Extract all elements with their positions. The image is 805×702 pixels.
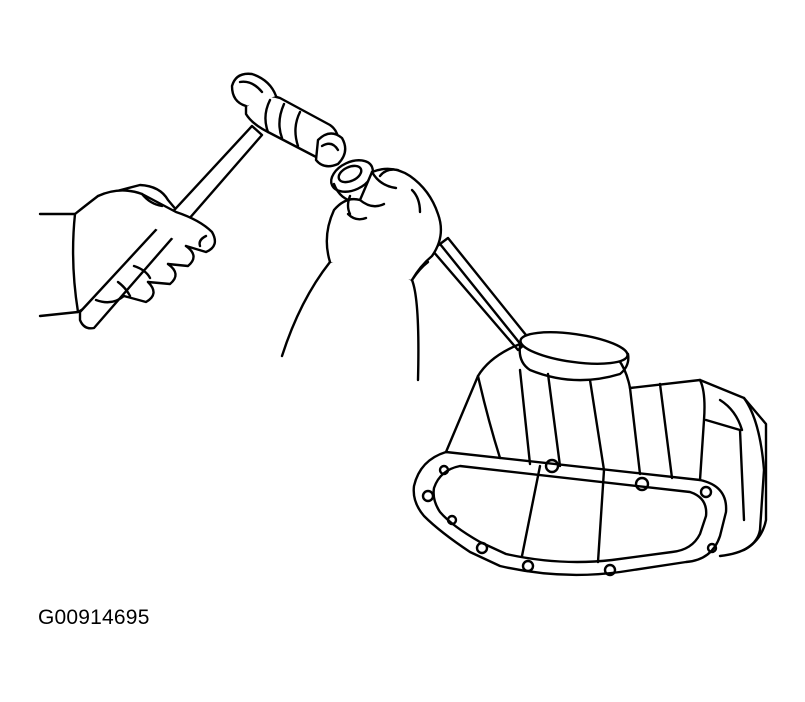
figure-code: G00914695 — [38, 606, 150, 629]
left-hand — [94, 189, 217, 304]
right-hand — [325, 167, 443, 282]
drift-punch-icon — [330, 159, 532, 352]
transmission-case-icon — [412, 331, 768, 577]
